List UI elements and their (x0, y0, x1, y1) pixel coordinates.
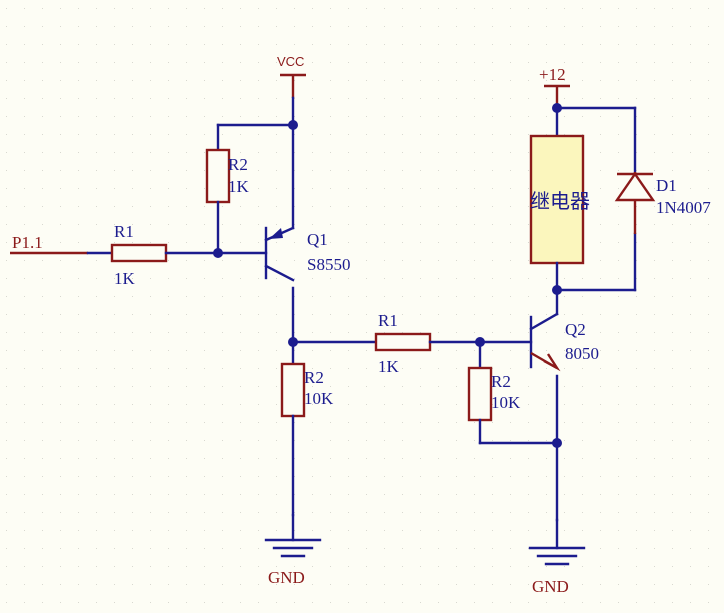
resistor-r2-top-body (205, 148, 231, 204)
input-net: P1.1 (10, 233, 114, 255)
ground-left-label: GND (268, 568, 305, 587)
diode-d1-value: 1N4007 (656, 198, 711, 217)
relay-coil-label: 继电器 (530, 189, 590, 213)
transistor-q2-value: 8050 (565, 344, 599, 363)
junction-q1-base (213, 248, 223, 258)
transistor-q1-ref: Q1 (307, 230, 328, 249)
resistor-r2-q2-ref: R2 (491, 372, 511, 391)
ground-right: GND (528, 518, 586, 596)
junction-v12 (552, 103, 562, 113)
resistor-r1-input-value: 1K (114, 269, 136, 288)
relay-coil: 继电器 (529, 134, 590, 265)
resistor-r1-mid-value: 1K (378, 357, 400, 376)
junction-dots (213, 103, 562, 448)
ground-right-label: GND (532, 577, 569, 596)
ground-left: GND (264, 513, 322, 587)
resistor-r2-top: R2 1K (205, 123, 295, 255)
resistor-r2-q2: R2 10K (467, 340, 559, 445)
diode-d1-triangle (614, 171, 656, 202)
resistor-r2-q2-value: 10K (491, 393, 521, 412)
resistor-r2-bottom-body (280, 362, 306, 418)
junction-q2-base (475, 337, 485, 347)
v12-symbol: +12 (539, 65, 570, 108)
q2-emitter-arrow (543, 353, 561, 372)
junction-vcc (288, 120, 298, 130)
q1-emitter-arrow (269, 228, 283, 239)
resistor-r2-top-value: 1K (228, 177, 250, 196)
transistor-q2: Q2 8050 (529, 312, 599, 372)
resistor-r1-mid-body (374, 332, 432, 352)
resistor-r1-input-ref: R1 (114, 222, 134, 241)
q1-collector-lead (264, 264, 295, 282)
resistor-r2-bottom: R2 10K (280, 362, 334, 418)
diode-d1: D1 1N4007 (614, 171, 711, 234)
background-grid (6, 8, 709, 603)
resistor-r1-input: R1 1K (110, 222, 168, 288)
input-net-label: P1.1 (12, 233, 43, 252)
vcc-label: VCC (277, 54, 304, 69)
resistor-r2-bottom-value: 10K (304, 389, 334, 408)
resistor-r2-q2-body (467, 366, 493, 422)
resistor-r1-mid: R1 1K (374, 311, 432, 376)
resistor-r2-bottom-ref: R2 (304, 368, 324, 387)
transistor-q1: Q1 S8550 (264, 226, 350, 282)
vcc-symbol: VCC (277, 54, 306, 98)
junction-q2-emitter (552, 438, 562, 448)
junction-relay-bottom (552, 285, 562, 295)
transistor-q1-value: S8550 (307, 255, 350, 274)
transistor-q2-ref: Q2 (565, 320, 586, 339)
diode-d1-ref: D1 (656, 176, 677, 195)
resistor-r1-input-body (110, 243, 168, 263)
resistor-r1-mid-ref: R1 (378, 311, 398, 330)
q2-collector-lead (529, 312, 559, 331)
resistor-r2-top-ref: R2 (228, 155, 248, 174)
junction-q1-collector (288, 337, 298, 347)
v12-label: +12 (539, 65, 566, 84)
